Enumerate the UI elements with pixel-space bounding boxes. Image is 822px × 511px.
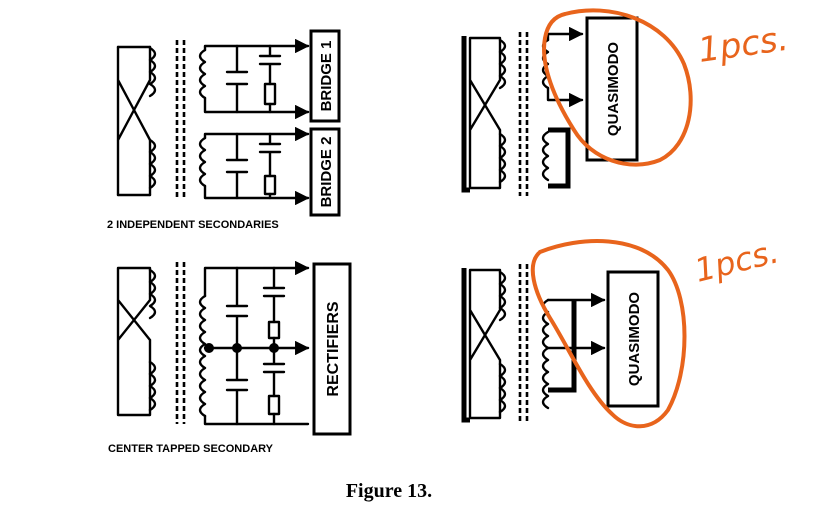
note-bottom: 1pcs. — [691, 232, 783, 289]
bridge-1-box — [309, 29, 341, 123]
quasimodo-bottom-label: QUASIMODO — [626, 292, 643, 387]
panel-quasimodo-bottom: QUASIMODO — [461, 264, 660, 424]
note-top: 1pcs. — [696, 19, 791, 71]
caption-independent-secondaries: 2 INDEPENDENT SECONDARIES — [107, 219, 279, 231]
rectifiers-box — [312, 262, 352, 436]
quasimodo-top-box — [585, 16, 639, 162]
circle-mark-top — [542, 8, 693, 167]
panel-center-tapped-secondary: RECTIFIERS CENTER TAPPED SECONDARY — [108, 260, 352, 455]
rectifiers-label: RECTIFIERS — [325, 301, 342, 396]
bridge-2-box — [309, 127, 341, 217]
bridge-2-label: BRIDGE 2 — [318, 137, 335, 208]
figure-caption: Figure 13. — [346, 480, 432, 502]
quasimodo-bottom-box — [606, 270, 660, 408]
panel-independent-secondaries: BRIDGE 1 BRIDGE 2 2 INDEPENDENT SECONDAR… — [107, 29, 341, 231]
bridge-1-label: BRIDGE 1 — [318, 41, 335, 112]
quasimodo-top-label: QUASIMODO — [605, 42, 622, 137]
handwritten-annotations: 1pcs. 1pcs. — [530, 8, 791, 429]
panel-quasimodo-top: QUASIMODO — [461, 16, 639, 196]
caption-center-tapped-secondary: CENTER TAPPED SECONDARY — [108, 443, 274, 455]
circle-mark-bottom — [530, 239, 687, 429]
